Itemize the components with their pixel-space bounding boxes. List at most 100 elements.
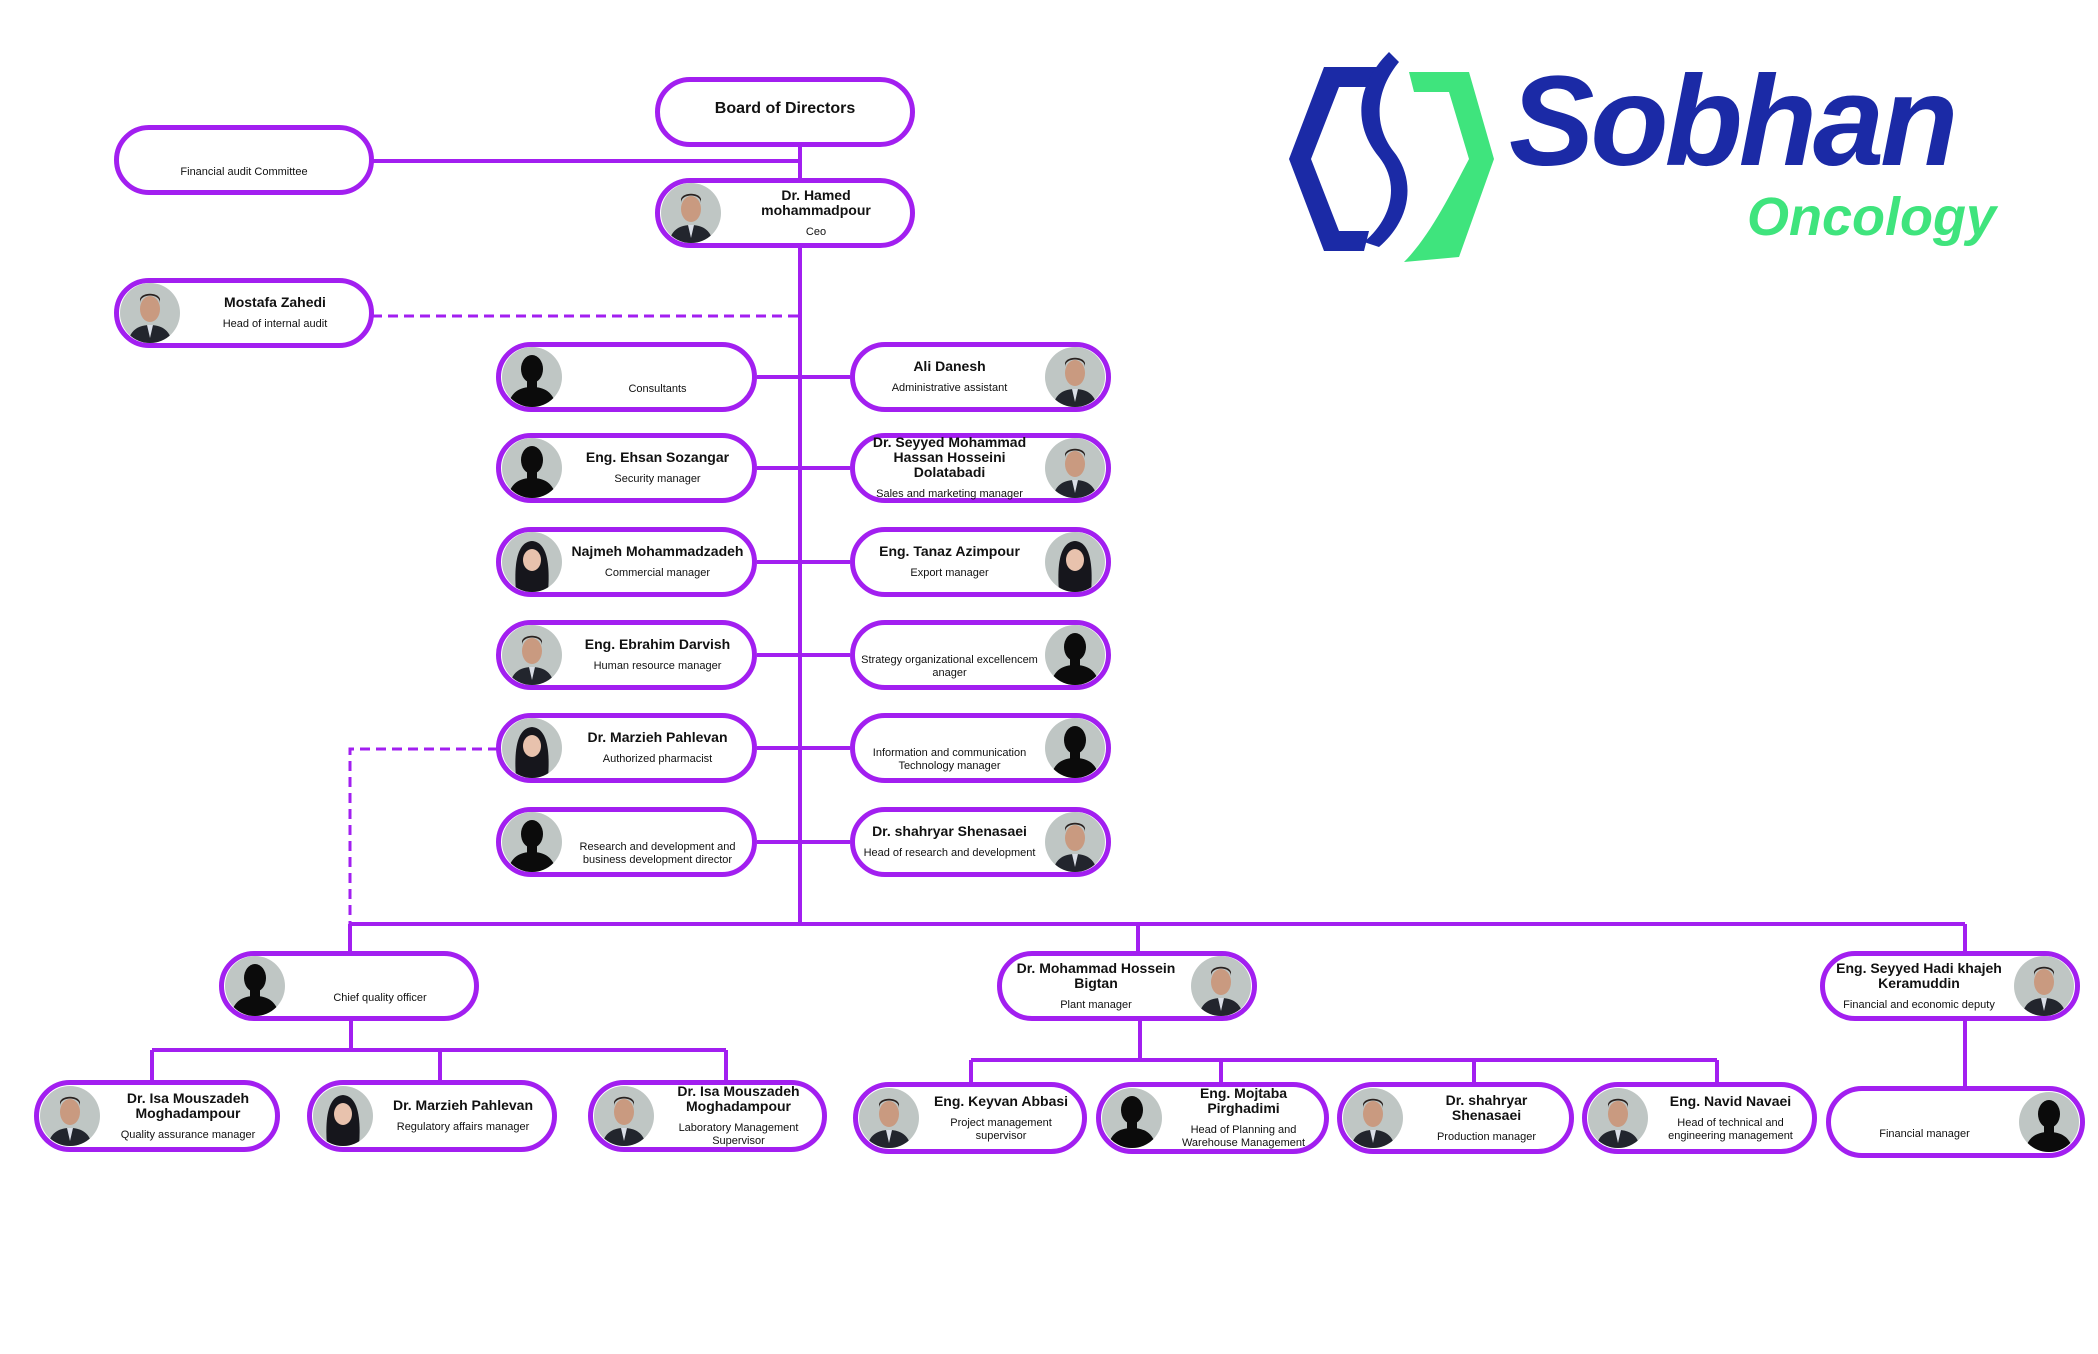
org-node: Dr. Seyyed Mohammad Hassan Hosseini Dola…: [850, 433, 1111, 503]
person-photo: [1343, 1088, 1403, 1148]
node-role: Head of internal audit: [222, 318, 328, 330]
node-name: Eng. Ehsan Sozangar: [585, 449, 730, 465]
pharmacist-dashed-line: [348, 747, 498, 924]
node-role: Research and development and business de…: [579, 841, 736, 866]
org-node: Financial audit Committee: [114, 125, 374, 195]
node-name: Dr. Isa Mouszadeh Moghadampour: [677, 1083, 800, 1114]
node-text: Board of Directors: [660, 82, 910, 142]
node-text: Chief quality officer: [286, 956, 474, 1016]
person-photo: [1588, 1088, 1648, 1148]
node-name: Eng. Navid Navaei: [1669, 1092, 1792, 1109]
person-silhouette-icon: [502, 812, 562, 872]
node-role: Quality assurance manager: [120, 1128, 256, 1141]
person-photo: [661, 183, 721, 243]
person-silhouette-icon: [225, 956, 285, 1016]
node-role: Head of Planning and Warehouse Managemen…: [1181, 1124, 1306, 1149]
person-photo: [1045, 532, 1105, 592]
person-photo: [502, 625, 562, 685]
org-node: Chief quality officer: [219, 951, 479, 1021]
node-name: Mostafa Zahedi: [224, 294, 326, 310]
node-role: Financial audit Committee: [180, 165, 308, 178]
node-name: Dr. Hamed mohammadpour: [761, 186, 871, 218]
logo-mark-icon: [1289, 52, 1494, 262]
node-name: Eng. Mojtaba Pirghadimi: [1199, 1085, 1288, 1116]
person-photo: [313, 1086, 373, 1146]
node-name: Ali Danesh: [913, 358, 986, 374]
node-name: Dr. shahryar Shenasaei: [872, 823, 1027, 839]
node-role: Head of research and development: [863, 847, 1036, 859]
person-silhouette-icon: [1102, 1088, 1162, 1148]
person-photo: [1045, 347, 1105, 407]
node-name: Dr. Seyyed Mohammad Hassan Hosseini Dola…: [872, 434, 1027, 480]
node-name: Eng. Keyvan Abbasi: [933, 1092, 1069, 1109]
node-role: Strategy organizational excellencem anag…: [861, 654, 1038, 679]
person-photo: [120, 283, 180, 343]
node-name: Eng. Ebrahim Darvish: [584, 636, 731, 652]
person-photo: [1045, 812, 1105, 872]
node-role: Information and communication Technology…: [872, 747, 1027, 772]
company-logo: Sobhan Oncology: [1284, 47, 1996, 272]
node-role: Financial manager: [1879, 1127, 1970, 1140]
node-role: Project management supervisor: [950, 1116, 1052, 1142]
org-node: Information and communication Technology…: [850, 713, 1111, 783]
node-name: Board of Directors: [714, 99, 856, 117]
person-photo: [502, 532, 562, 592]
node-role: Laboratory Management Supervisor: [678, 1122, 799, 1147]
person-photo: [594, 1086, 654, 1146]
node-role: Commercial manager: [604, 567, 711, 579]
node-role: Authorized pharmacist: [602, 753, 713, 765]
node-name: Dr. Mohammad Hossein Bigtan: [1016, 959, 1176, 991]
node-role: Human resource manager: [593, 660, 722, 672]
person-silhouette-icon: [1045, 718, 1105, 778]
org-node: Board of Directors: [655, 77, 915, 147]
node-role: Security manager: [614, 473, 701, 485]
node-role: Sales and marketing manager: [876, 488, 1023, 500]
org-node: Strategy organizational excellencem anag…: [850, 620, 1111, 690]
person-photo: [2014, 956, 2074, 1016]
person-silhouette-icon: [502, 347, 562, 407]
node-name: Eng. Seyyed Hadi khajeh Keramuddin: [1836, 959, 2002, 991]
node-role: Financial and economic deputy: [1843, 998, 1995, 1011]
person-photo: [859, 1088, 919, 1148]
logo-name: Sobhan: [1509, 50, 1958, 193]
person-silhouette-icon: [1045, 625, 1105, 685]
person-photo: [1191, 956, 1251, 1016]
org-node: Consultants: [496, 342, 757, 412]
node-text: Research and development and business de…: [563, 812, 752, 872]
node-role: Consultants: [628, 382, 687, 395]
logo-subtitle: Oncology: [1747, 187, 1997, 247]
node-role: Ceo: [805, 225, 827, 238]
node-name: Dr. shahryar Shenasaei: [1445, 1091, 1528, 1123]
node-role: Administrative assistant: [891, 382, 1008, 394]
